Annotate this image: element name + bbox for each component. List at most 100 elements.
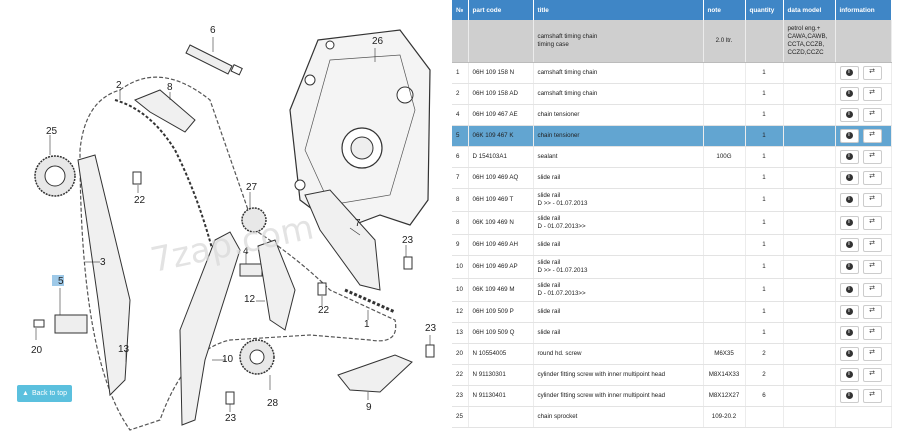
replacement-button[interactable]: ⇄ xyxy=(862,149,882,164)
callout-22[interactable]: 22 xyxy=(318,305,330,316)
callout-22[interactable]: 22 xyxy=(134,195,146,206)
callout-26[interactable]: 26 xyxy=(372,36,384,47)
callout-28[interactable]: 28 xyxy=(267,398,279,409)
row-no: 20 xyxy=(452,343,469,365)
info-button[interactable]: i xyxy=(839,259,859,274)
callout-25[interactable]: 25 xyxy=(46,126,58,137)
row-title: camshaft timing chain xyxy=(533,83,704,105)
replacement-button[interactable]: ⇄ xyxy=(862,237,882,252)
info-button[interactable]: i xyxy=(839,86,859,101)
replacement-button[interactable]: ⇄ xyxy=(862,86,882,101)
replacement-button[interactable]: ⇄ xyxy=(862,128,882,143)
row-note xyxy=(703,62,746,84)
info-button[interactable]: i xyxy=(839,282,859,297)
row-data-model xyxy=(783,211,836,235)
info-button[interactable]: i xyxy=(839,192,859,207)
replacement-button[interactable]: ⇄ xyxy=(862,325,882,340)
replacement-button[interactable]: ⇄ xyxy=(862,215,882,230)
row-information: i⇄ xyxy=(835,255,892,279)
callout-3[interactable]: 3 xyxy=(100,257,106,268)
callout-2[interactable]: 2 xyxy=(116,80,122,91)
row-no: 10 xyxy=(452,278,469,302)
info-button[interactable]: i xyxy=(839,346,859,361)
info-button[interactable]: i xyxy=(839,325,859,340)
row-data-model xyxy=(783,146,836,168)
back-to-top-label: Back to top xyxy=(31,390,67,397)
callout-27[interactable]: 27 xyxy=(246,182,258,193)
replacement-button[interactable]: ⇄ xyxy=(862,346,882,361)
info-button[interactable]: i xyxy=(839,65,859,80)
info-circle-icon: i xyxy=(845,286,853,293)
callout-7[interactable]: 7 xyxy=(355,218,361,229)
callout-23[interactable]: 23 xyxy=(225,413,237,424)
row-note: 109-20.2 xyxy=(703,406,746,428)
replacement-button[interactable]: ⇄ xyxy=(862,192,882,207)
callout-6[interactable]: 6 xyxy=(210,25,216,36)
callout-20[interactable]: 20 xyxy=(31,345,43,356)
parts-table: № part code title note quantity data mod… xyxy=(452,0,892,428)
row-quantity: 1 xyxy=(745,322,784,344)
row-no: 10 xyxy=(452,255,469,279)
replacement-button[interactable]: ⇄ xyxy=(862,107,882,122)
callout-10[interactable]: 10 xyxy=(222,354,234,365)
row-data-model xyxy=(783,188,836,212)
info-button[interactable]: i xyxy=(839,237,859,252)
callout-5[interactable]: 5 xyxy=(58,276,64,287)
replacement-button[interactable]: ⇄ xyxy=(862,170,882,185)
header-note: note xyxy=(703,0,746,20)
screws xyxy=(33,171,435,405)
info-button[interactable]: i xyxy=(839,215,859,230)
info-button[interactable]: i xyxy=(839,149,859,164)
callout-23[interactable]: 23 xyxy=(402,235,414,246)
row-part-code xyxy=(468,406,534,428)
callout-23[interactable]: 23 xyxy=(425,323,437,334)
info-button[interactable]: i xyxy=(839,170,859,185)
callout-8[interactable]: 8 xyxy=(167,82,173,93)
info-button[interactable]: i xyxy=(839,128,859,143)
replacement-button[interactable]: ⇄ xyxy=(862,282,882,297)
row-title: camshaft timing chain xyxy=(533,62,704,84)
info-button[interactable]: i xyxy=(839,388,859,403)
replacement-button[interactable]: ⇄ xyxy=(862,304,882,319)
replacement-button[interactable]: ⇄ xyxy=(862,388,882,403)
callout-12[interactable]: 12 xyxy=(244,294,256,305)
row-no: 6 xyxy=(452,146,469,168)
row-part-code: N 91130401 xyxy=(468,385,534,407)
rail-7 xyxy=(304,189,381,291)
callout-13[interactable]: 13 xyxy=(118,344,130,355)
back-to-top-button[interactable]: ▲ Back to top xyxy=(17,385,72,402)
row-note xyxy=(703,83,746,105)
replacement-button[interactable]: ⇄ xyxy=(862,259,882,274)
info-button[interactable]: i xyxy=(839,107,859,122)
row-title: slide rail xyxy=(533,301,704,323)
callout-4[interactable]: 4 xyxy=(243,246,249,257)
row-quantity: 1 xyxy=(745,167,784,189)
info-button[interactable]: i xyxy=(839,304,859,319)
callout-9[interactable]: 9 xyxy=(366,402,372,413)
row-no: 2 xyxy=(452,83,469,105)
row-note xyxy=(703,278,746,302)
callout-1[interactable]: 1 xyxy=(364,319,370,330)
replacement-button[interactable]: ⇄ xyxy=(862,367,882,382)
info-button[interactable]: i xyxy=(839,367,859,382)
replacement-button[interactable]: ⇄ xyxy=(862,65,882,80)
sealant-tube xyxy=(185,44,233,75)
